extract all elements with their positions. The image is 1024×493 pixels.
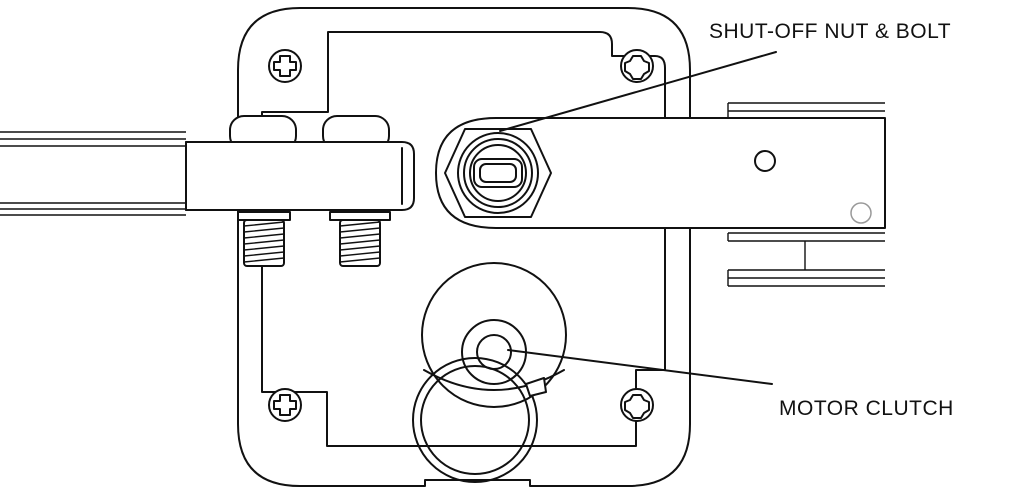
threaded-stud-right	[329, 211, 391, 267]
clutch-leader-line	[507, 349, 773, 385]
housing-outer-plate	[237, 7, 691, 487]
arm-hole-bottom	[850, 202, 872, 224]
housing-inner-outline	[261, 31, 666, 447]
screw-bottom-right	[620, 388, 654, 422]
shutoff-leader-line	[499, 51, 777, 132]
screw-top-left	[268, 49, 302, 83]
shutoff-nut	[444, 128, 552, 218]
screw-bottom-left	[268, 388, 302, 422]
arm-hole-top	[754, 150, 776, 172]
right-arm	[435, 117, 886, 229]
shutoff-nut-bolt-label: SHUT-OFF NUT & BOLT	[709, 20, 952, 43]
motor-clutch-label: MOTOR CLUTCH	[779, 397, 954, 420]
left-arm-block	[185, 141, 415, 211]
right-arm-lines	[727, 102, 885, 287]
left-arm-lines	[0, 131, 186, 216]
screw-top-right	[620, 49, 654, 83]
threaded-stud-left	[237, 211, 291, 267]
pull-ring	[412, 357, 547, 483]
